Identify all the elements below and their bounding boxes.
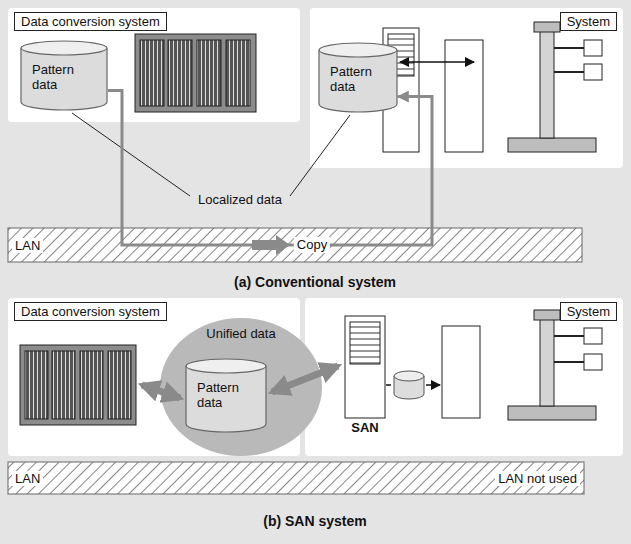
- network-band-shape: [8, 228, 582, 262]
- panel-heading: System: [560, 12, 617, 31]
- leader-line: [290, 115, 350, 196]
- san-arrow: [272, 366, 338, 392]
- edge-label: Copy: [294, 237, 330, 253]
- leader-line: [72, 113, 190, 196]
- san-arrow: [142, 385, 180, 398]
- system-panel-shape: [8, 8, 300, 122]
- disk-illustration: [394, 371, 424, 399]
- machine-illustration: [508, 310, 602, 420]
- rack-illustration: [445, 40, 483, 152]
- system-panel: Data conversion systemPattern data: [8, 8, 300, 122]
- network-band: LAN LAN not used: [8, 462, 584, 494]
- machine-illustration: [508, 22, 602, 152]
- node-label: Unified data: [206, 326, 275, 341]
- node-label: Pattern data: [330, 64, 388, 94]
- network-name: LAN: [12, 238, 43, 253]
- node-label: Pattern data: [32, 62, 90, 92]
- system-panel-shape: [310, 8, 623, 168]
- copy-path: [108, 90, 432, 245]
- mainframe-illustration: [135, 34, 256, 112]
- rack-illustration: [442, 326, 480, 418]
- panel-heading: Data conversion system: [14, 12, 167, 31]
- network-band-shape: [8, 462, 584, 494]
- panel-heading: Data conversion system: [14, 302, 167, 321]
- storage-cylinder: Pattern data: [20, 40, 108, 110]
- unified-data-region-shape: [160, 318, 322, 456]
- data-access-arrow: [400, 61, 474, 63]
- network-name: LAN: [12, 471, 43, 486]
- node-label: Pattern data: [197, 380, 255, 410]
- mainframe-illustration: [20, 345, 136, 425]
- panel-heading: System: [560, 302, 617, 321]
- flow-arrow: [386, 384, 391, 386]
- system-panel-shape: [305, 298, 623, 456]
- figure-caption: (b) SAN system: [263, 513, 366, 529]
- storage-cylinder: Pattern data: [318, 42, 398, 112]
- part-name: SAN: [351, 420, 378, 436]
- rack-illustration: [345, 316, 385, 418]
- figure-caption: (a) Conventional system: [234, 274, 396, 290]
- system-panel: SystemPattern data: [310, 8, 623, 168]
- network-name: LAN not used: [495, 471, 580, 486]
- callout-label: Localized data: [198, 192, 282, 208]
- unified-data-region: Unified dataPattern data: [160, 318, 322, 456]
- flow-arrow: [426, 384, 440, 386]
- storage-cylinder: Pattern data: [185, 358, 267, 432]
